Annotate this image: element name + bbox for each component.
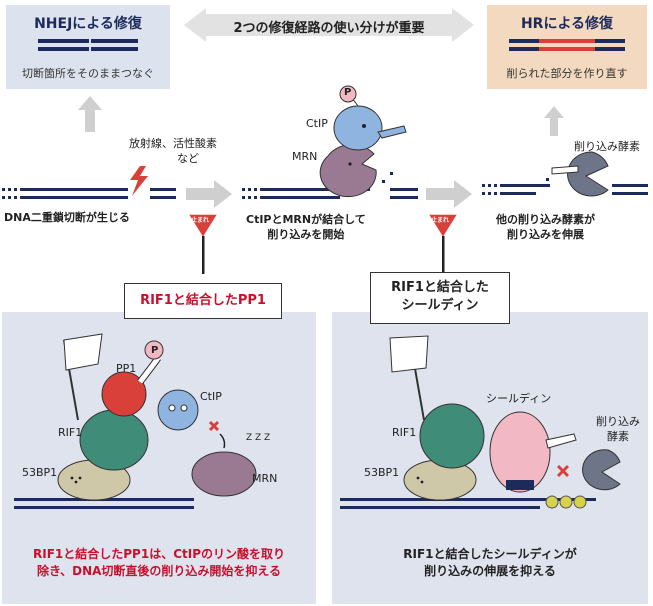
enzyme-label: 削り込み酵素 (574, 140, 640, 153)
step1-caption: DNA二重鎖切断が生じる (4, 211, 130, 224)
step2-caption: CtIPとMRNが結合して 削り込みを開始 (246, 212, 366, 242)
right-panel-caption: RIF1と結合したシールディンが 削り込みの伸展を抑える (334, 546, 646, 580)
right-enzyme-line1: 削り込み (596, 415, 640, 428)
step2-caption-line1: CtIPとMRNが結合して (246, 213, 366, 226)
ctip-label: CtIP (306, 117, 328, 130)
step2-caption-line2: 削り込みを開始 (267, 228, 345, 241)
lightning-icon (130, 166, 148, 196)
banner-label: 2つの修復経路の使い分けが重要 (233, 21, 425, 36)
dna-broken (2, 188, 176, 199)
pp1-inhibition-illustration (14, 333, 257, 509)
stop-sign-icon (186, 213, 220, 274)
left-caption-line2: 除き、DNA切断直後の削り込み開始を抑える (36, 564, 282, 578)
left-caption-line1: RIF1と結合したPP1は、CtIPのリン酸を取り (33, 547, 285, 561)
cause-line2: など (177, 152, 199, 165)
right-caption-line2: 削り込みの伸展を抑える (424, 564, 556, 578)
stop-sign-icon (426, 213, 460, 274)
hr-title: HRによる修復 (520, 16, 614, 32)
right-enzyme-label: 削り込み 酵素 (596, 414, 640, 444)
left-p-label: P (151, 345, 159, 356)
zzz-label: Z Z Z (246, 433, 271, 443)
right-inhibitor-label: RIF1と結合した シールディン (370, 272, 510, 324)
left-panel-caption: RIF1と結合したPP1は、CtIPのリン酸を取り 除き、DNA切断直後の削り込… (4, 546, 314, 580)
right-arrow-icon (426, 180, 472, 208)
nhej-box: NHEJによる修復 切断箇所をそのままつなぐ (6, 5, 170, 89)
right-inhibitor-line2: シールディン (401, 298, 479, 313)
right-arrow-icon (186, 180, 232, 208)
left-53bp1-label: 53BP1 (22, 466, 58, 479)
stop-sign-label: 止まれ (191, 217, 210, 224)
ctip-mrn-complex (242, 85, 418, 199)
pathway-banner: 2つの修復経路の使い分けが重要 (184, 8, 474, 42)
right-rif1-label: RIF1 (392, 426, 417, 439)
stop-sign-label: 止まれ (431, 217, 450, 224)
hr-subtitle: 削られた部分を作り直す (506, 67, 628, 80)
left-inhibitor-label: RIF1と結合したPP1 (124, 283, 282, 319)
left-rif1-label: RIF1 (58, 426, 83, 439)
shieldin-inhibition-illustration (340, 335, 621, 509)
right-enzyme-line2: 酵素 (607, 430, 629, 443)
step3-caption-line1: 他の削り込み酵素が (496, 213, 595, 226)
hr-dna-icon (509, 39, 625, 51)
up-arrow-icon (544, 106, 564, 136)
cause-line1: 放射線、活性酸素 (129, 137, 217, 150)
nhej-title: NHEJによる修復 (34, 16, 142, 32)
nhej-dna-icon (38, 37, 138, 53)
left-mrn-label: MRN (252, 472, 278, 485)
nhej-subtitle: 切断箇所をそのままつなぐ (22, 67, 154, 80)
mrn-label: MRN (292, 150, 318, 163)
cause-label: 放射線、活性酸素 など (129, 136, 217, 166)
double-arrow-icon (184, 8, 474, 42)
shieldin-label: シールディン (486, 392, 552, 405)
right-53bp1-label: 53BP1 (364, 466, 400, 479)
right-inhibitor-line1: RIF1と結合した (391, 280, 489, 295)
up-arrow-icon (78, 96, 102, 132)
left-ctip-label: CtIP (200, 390, 222, 403)
right-caption-line1: RIF1と結合したシールディンが (403, 547, 577, 561)
hr-box: HRによる修復 削られた部分を作り直す (487, 5, 647, 89)
step3-caption-line2: 削り込みを伸展 (507, 228, 584, 241)
p-label: P (344, 87, 352, 98)
resection-enzyme (482, 151, 648, 197)
step3-caption: 他の削り込み酵素が 削り込みを伸展 (496, 212, 595, 242)
pp1-label: PP1 (116, 362, 137, 375)
